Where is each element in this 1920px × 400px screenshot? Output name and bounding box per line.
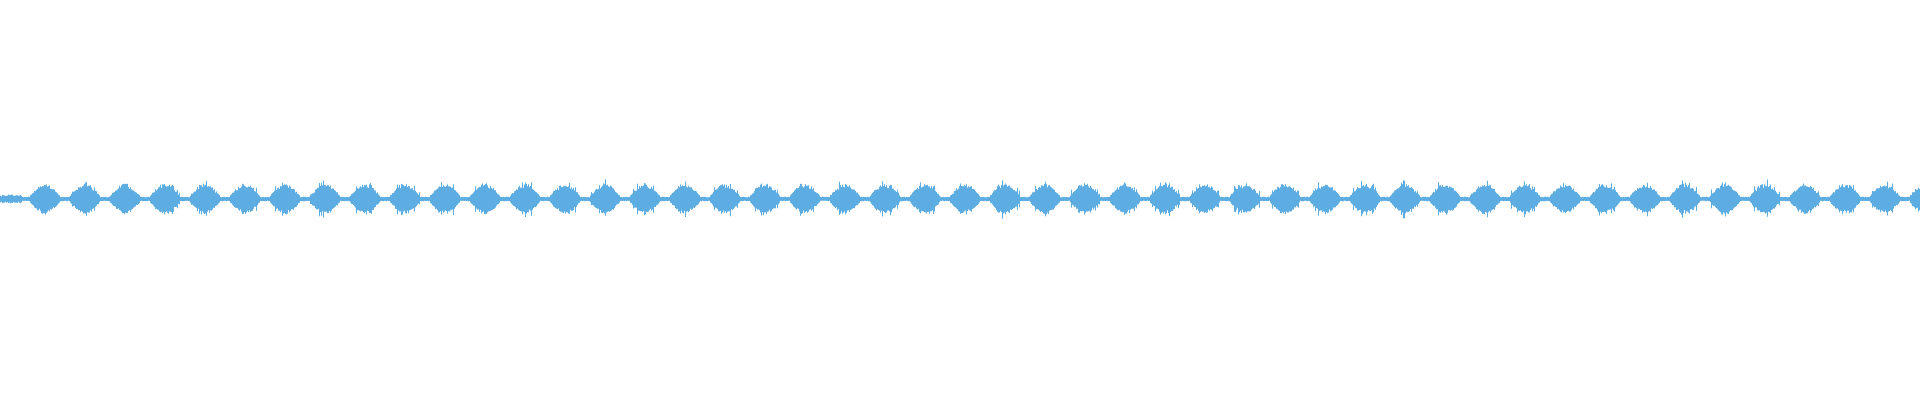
waveform-path (0, 179, 1920, 219)
